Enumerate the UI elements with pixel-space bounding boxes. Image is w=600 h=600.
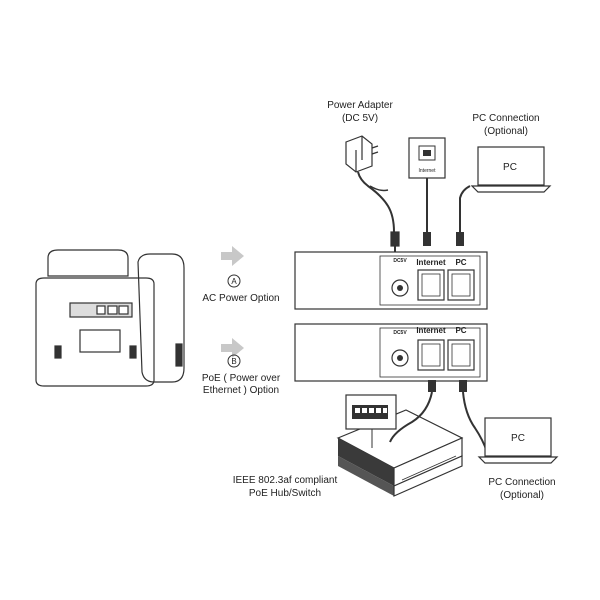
poe-pc-port-label: PC — [455, 326, 466, 335]
pc-connection-bottom-optional: (Optional) — [500, 490, 544, 501]
laptop-bottom-icon — [462, 391, 559, 464]
wall-cable-plug — [423, 232, 431, 246]
ieee-label-line2: PoE Hub/Switch — [249, 488, 321, 499]
phone-port-1 — [96, 305, 106, 315]
option-a-letter: A — [231, 277, 237, 286]
pc-connection-bottom-label: PC Connection — [488, 477, 555, 488]
poe-pc-cable-plug — [459, 380, 467, 392]
option-a-marker: A — [227, 274, 241, 288]
option-arrows — [221, 246, 244, 358]
poe-hub-switch-icon — [336, 391, 464, 497]
poe-option-label-line1: PoE ( Power over — [202, 373, 281, 384]
wall-jack-label: Internet — [419, 168, 437, 174]
ac-internet-port-label: Internet — [416, 258, 446, 267]
poe-internet-cable-plug — [428, 380, 436, 392]
ac-dc-port-label: DC5V — [393, 258, 407, 264]
ieee-label-line1: IEEE 802.3af compliant — [233, 475, 338, 486]
ac-port-panel: DC5V Internet PC — [294, 251, 488, 310]
poe-dc-port-label: DC5V — [393, 330, 407, 336]
power-adapter-label: Power Adapter — [327, 100, 393, 111]
arrow-poe — [221, 338, 244, 358]
poe-port-panel: DC5V Internet PC — [294, 323, 488, 382]
option-b-letter: B — [231, 357, 236, 366]
power-adapter-voltage-label: (DC 5V) — [342, 113, 378, 124]
laptop-bottom-screen-label: PC — [511, 433, 525, 444]
phone-label-plate — [79, 329, 121, 353]
option-b-marker: B — [227, 354, 241, 368]
phone-side-tab — [175, 343, 183, 367]
ac-pc-port-label: PC — [455, 258, 466, 267]
pc-top-cable-plug — [456, 232, 464, 246]
phone-handset-outline — [47, 249, 129, 277]
phone-port-2 — [107, 305, 118, 315]
wall-internet-jack: Internet — [408, 137, 446, 246]
poe-option-label-line2: Ethernet ) Option — [203, 385, 279, 396]
power-adapter-icon — [345, 135, 400, 252]
phone-stand-slot-right — [129, 345, 137, 359]
arrow-ac — [221, 246, 244, 266]
ac-power-option-label: AC Power Option — [202, 293, 279, 304]
pc-connection-top-optional: (Optional) — [484, 126, 528, 137]
phone-port-3 — [118, 305, 129, 315]
phone-handset-side — [137, 253, 185, 383]
laptop-top-screen-label: PC — [503, 162, 517, 173]
laptop-top-icon — [456, 146, 552, 246]
pc-connection-top-label: PC Connection — [472, 113, 539, 124]
desk-phone-rear-view — [35, 249, 185, 387]
phone-body-outline — [35, 277, 155, 387]
phone-stand-slot-left — [54, 345, 62, 359]
poe-internet-port-label: Internet — [416, 326, 446, 335]
